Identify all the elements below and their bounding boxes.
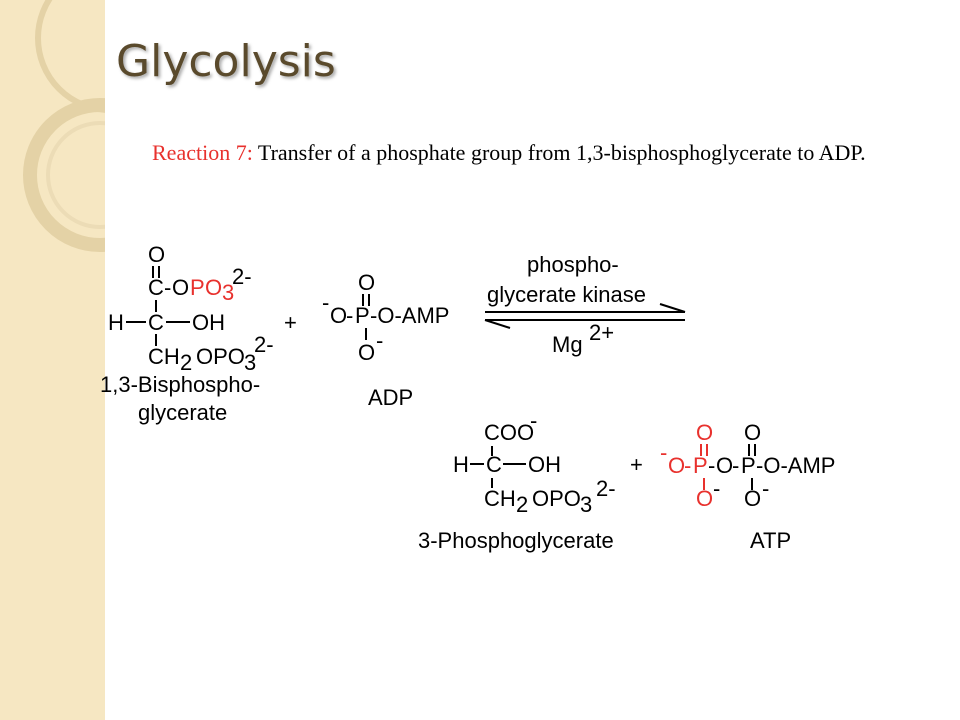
atom: O bbox=[744, 420, 761, 445]
amp-group: -O-AMP bbox=[756, 453, 835, 478]
bpg-name-line2: glycerate bbox=[138, 400, 227, 425]
subscript: 3 bbox=[580, 492, 592, 517]
charge: - bbox=[660, 440, 667, 465]
atp-label: ATP bbox=[750, 528, 791, 553]
adp-structure: - O - P -O-AMP O O - ADP bbox=[322, 270, 449, 410]
atom: O bbox=[172, 275, 189, 300]
atom: H bbox=[453, 452, 469, 477]
decorative-rings bbox=[23, 0, 105, 252]
subscript: 2 bbox=[180, 350, 192, 375]
phosphate: OPO bbox=[532, 486, 581, 511]
atom: O bbox=[330, 303, 347, 328]
equilibrium-arrows: phospho- glycerate kinase Mg 2+ bbox=[484, 252, 686, 357]
charge: 2- bbox=[232, 264, 252, 289]
cofactor: Mg bbox=[552, 332, 583, 357]
atom: O bbox=[358, 270, 375, 295]
charge: - bbox=[530, 408, 537, 433]
decorative-stripe bbox=[0, 0, 105, 720]
enzyme-name-line2: glycerate kinase bbox=[487, 282, 646, 307]
bond-dash: - bbox=[164, 275, 171, 300]
bpg-structure: O C - O P O 3 2- H C OH CH 2 OPO 3 2- 1,… bbox=[100, 242, 274, 425]
charge: - bbox=[376, 328, 383, 353]
cofactor-charge: 2+ bbox=[589, 320, 614, 345]
bond-dash: - bbox=[346, 303, 353, 328]
slide-title: Glycolysis bbox=[116, 36, 336, 87]
atom: CH bbox=[148, 344, 180, 369]
reverse-arrowhead bbox=[484, 319, 511, 329]
pg-label: 3-Phosphoglycerate bbox=[418, 528, 614, 553]
enzyme-name-line1: phospho- bbox=[527, 252, 619, 277]
phosphorus: P bbox=[741, 453, 756, 478]
adp-label: ADP bbox=[368, 385, 413, 410]
atom: O bbox=[668, 453, 685, 478]
slide-subtitle: Reaction 7: Transfer of a phosphate grou… bbox=[152, 136, 872, 170]
phosphate: OPO bbox=[196, 344, 245, 369]
subscript: 3 bbox=[222, 280, 234, 305]
charge: - bbox=[762, 476, 769, 501]
atom: OH bbox=[528, 452, 561, 477]
bond-dash: - bbox=[732, 453, 739, 478]
bond-dash: - bbox=[684, 453, 691, 478]
forward-arrowhead bbox=[659, 303, 686, 313]
charge: 2- bbox=[254, 332, 274, 357]
charge: 2- bbox=[596, 476, 616, 501]
phosphorus: P bbox=[190, 275, 205, 300]
atom: C bbox=[148, 310, 164, 335]
charge: - bbox=[322, 290, 329, 315]
atom: O bbox=[696, 486, 713, 511]
atom: O bbox=[148, 242, 165, 267]
reaction-description: Transfer of a phosphate group from 1,3-b… bbox=[252, 140, 866, 165]
subscript: 3 bbox=[244, 350, 256, 375]
atom: H bbox=[108, 310, 124, 335]
phosphorus: P bbox=[355, 303, 370, 328]
atom: CH bbox=[484, 486, 516, 511]
charge: - bbox=[713, 476, 720, 501]
reaction-label: Reaction 7: bbox=[152, 140, 253, 165]
atom: C bbox=[486, 452, 502, 477]
atom: OH bbox=[192, 310, 225, 335]
atom: O bbox=[205, 275, 222, 300]
atom: O bbox=[716, 453, 733, 478]
plus-sign: + bbox=[630, 452, 643, 477]
plus-sign: + bbox=[284, 310, 297, 335]
bond-dash: - bbox=[708, 453, 715, 478]
carboxylate: COO bbox=[484, 420, 534, 445]
atom: O bbox=[744, 486, 761, 511]
atom: C bbox=[148, 275, 164, 300]
atp-structure: - O - P - O - P -O-AMP O O - O O - ATP bbox=[660, 420, 835, 553]
atom: O bbox=[696, 420, 713, 445]
pg-structure: COO - H C OH CH 2 OPO 3 2- 3-Phosphoglyc… bbox=[418, 408, 616, 553]
bpg-name-line1: 1,3-Bisphospho- bbox=[100, 372, 260, 397]
atom: O bbox=[358, 340, 375, 365]
phosphorus: P bbox=[693, 453, 708, 478]
amp-group: -O-AMP bbox=[370, 303, 449, 328]
subscript: 2 bbox=[516, 492, 528, 517]
